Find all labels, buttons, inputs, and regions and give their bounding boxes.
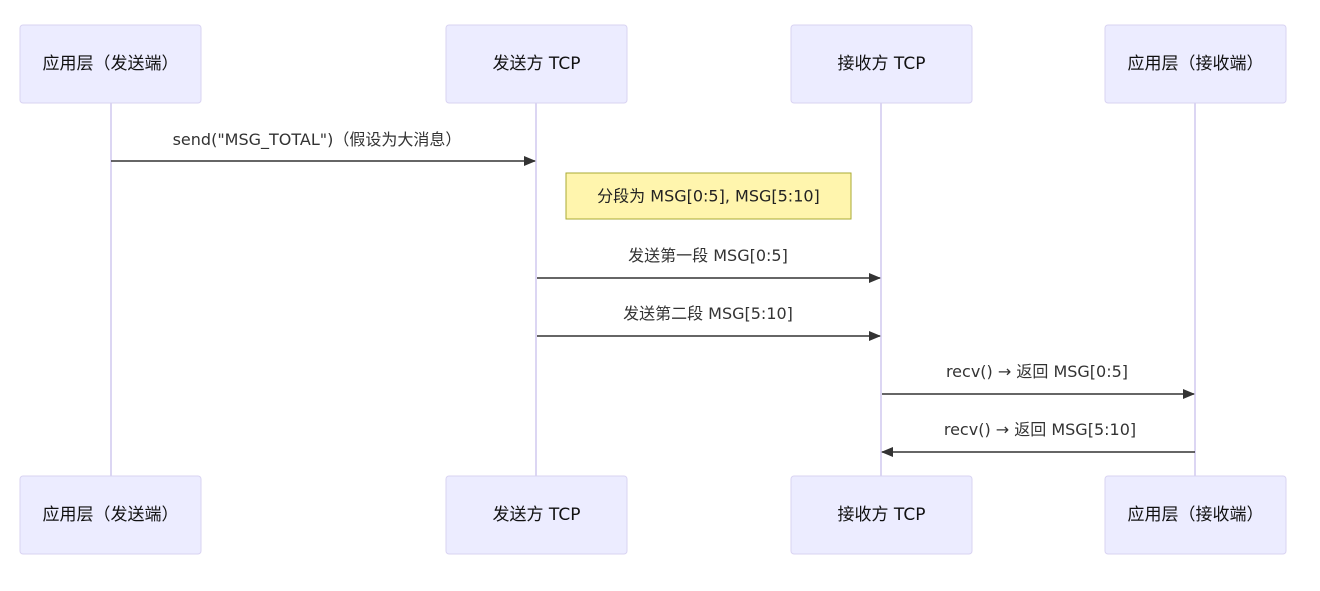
actor-label: 应用层（发送端） bbox=[43, 505, 179, 525]
message-label: recv() → 返回 MSG[0:5] bbox=[946, 362, 1128, 381]
actor-tcp-send-top: 发送方 TCP bbox=[445, 24, 628, 104]
actor-label: 应用层（接收端） bbox=[1128, 54, 1264, 74]
note-text: 分段为 MSG[0:5], MSG[5:10] bbox=[597, 187, 820, 206]
actor-app-recv-bottom: 应用层（接收端） bbox=[1104, 475, 1287, 555]
actor-tcp-recv-top: 接收方 TCP bbox=[790, 24, 973, 104]
actor-app-send-top: 应用层（发送端） bbox=[19, 24, 202, 104]
actor-app-recv-top: 应用层（接收端） bbox=[1104, 24, 1287, 104]
note-segmentation: 分段为 MSG[0:5], MSG[5:10] bbox=[565, 172, 852, 220]
note-box bbox=[565, 172, 852, 220]
message-recv-segment-2: recv() → 返回 MSG[5:10] bbox=[881, 420, 1195, 457]
message-send-segment-1: 发送第一段 MSG[0:5] bbox=[537, 246, 881, 283]
actor-label: 应用层（接收端） bbox=[1128, 505, 1264, 525]
message-label: send("MSG_TOTAL")（假设为大消息） bbox=[173, 130, 462, 150]
actors-top: 应用层（发送端） 发送方 TCP 接收方 TCP 应用层（接收端） bbox=[19, 24, 1287, 104]
message-send-segment-2: 发送第二段 MSG[5:10] bbox=[537, 304, 881, 341]
actor-app-send-bottom: 应用层（发送端） bbox=[19, 475, 202, 555]
actor-label: 接收方 TCP bbox=[838, 54, 926, 74]
lifelines bbox=[110, 103, 1196, 476]
actors-bottom: 应用层（发送端） 发送方 TCP 接收方 TCP 应用层（接收端） bbox=[19, 475, 1287, 555]
message-label: 发送第一段 MSG[0:5] bbox=[628, 246, 788, 265]
actor-label: 发送方 TCP bbox=[493, 505, 581, 525]
actor-label: 应用层（发送端） bbox=[43, 54, 179, 74]
message-label: recv() → 返回 MSG[5:10] bbox=[944, 420, 1136, 439]
message-recv-segment-1: recv() → 返回 MSG[0:5] bbox=[882, 362, 1195, 399]
message-send-total: send("MSG_TOTAL")（假设为大消息） bbox=[111, 130, 536, 166]
actor-tcp-recv-bottom: 接收方 TCP bbox=[790, 475, 973, 555]
actor-label: 接收方 TCP bbox=[838, 505, 926, 525]
actor-tcp-send-bottom: 发送方 TCP bbox=[445, 475, 628, 555]
actor-label: 发送方 TCP bbox=[493, 54, 581, 74]
message-label: 发送第二段 MSG[5:10] bbox=[623, 304, 793, 323]
